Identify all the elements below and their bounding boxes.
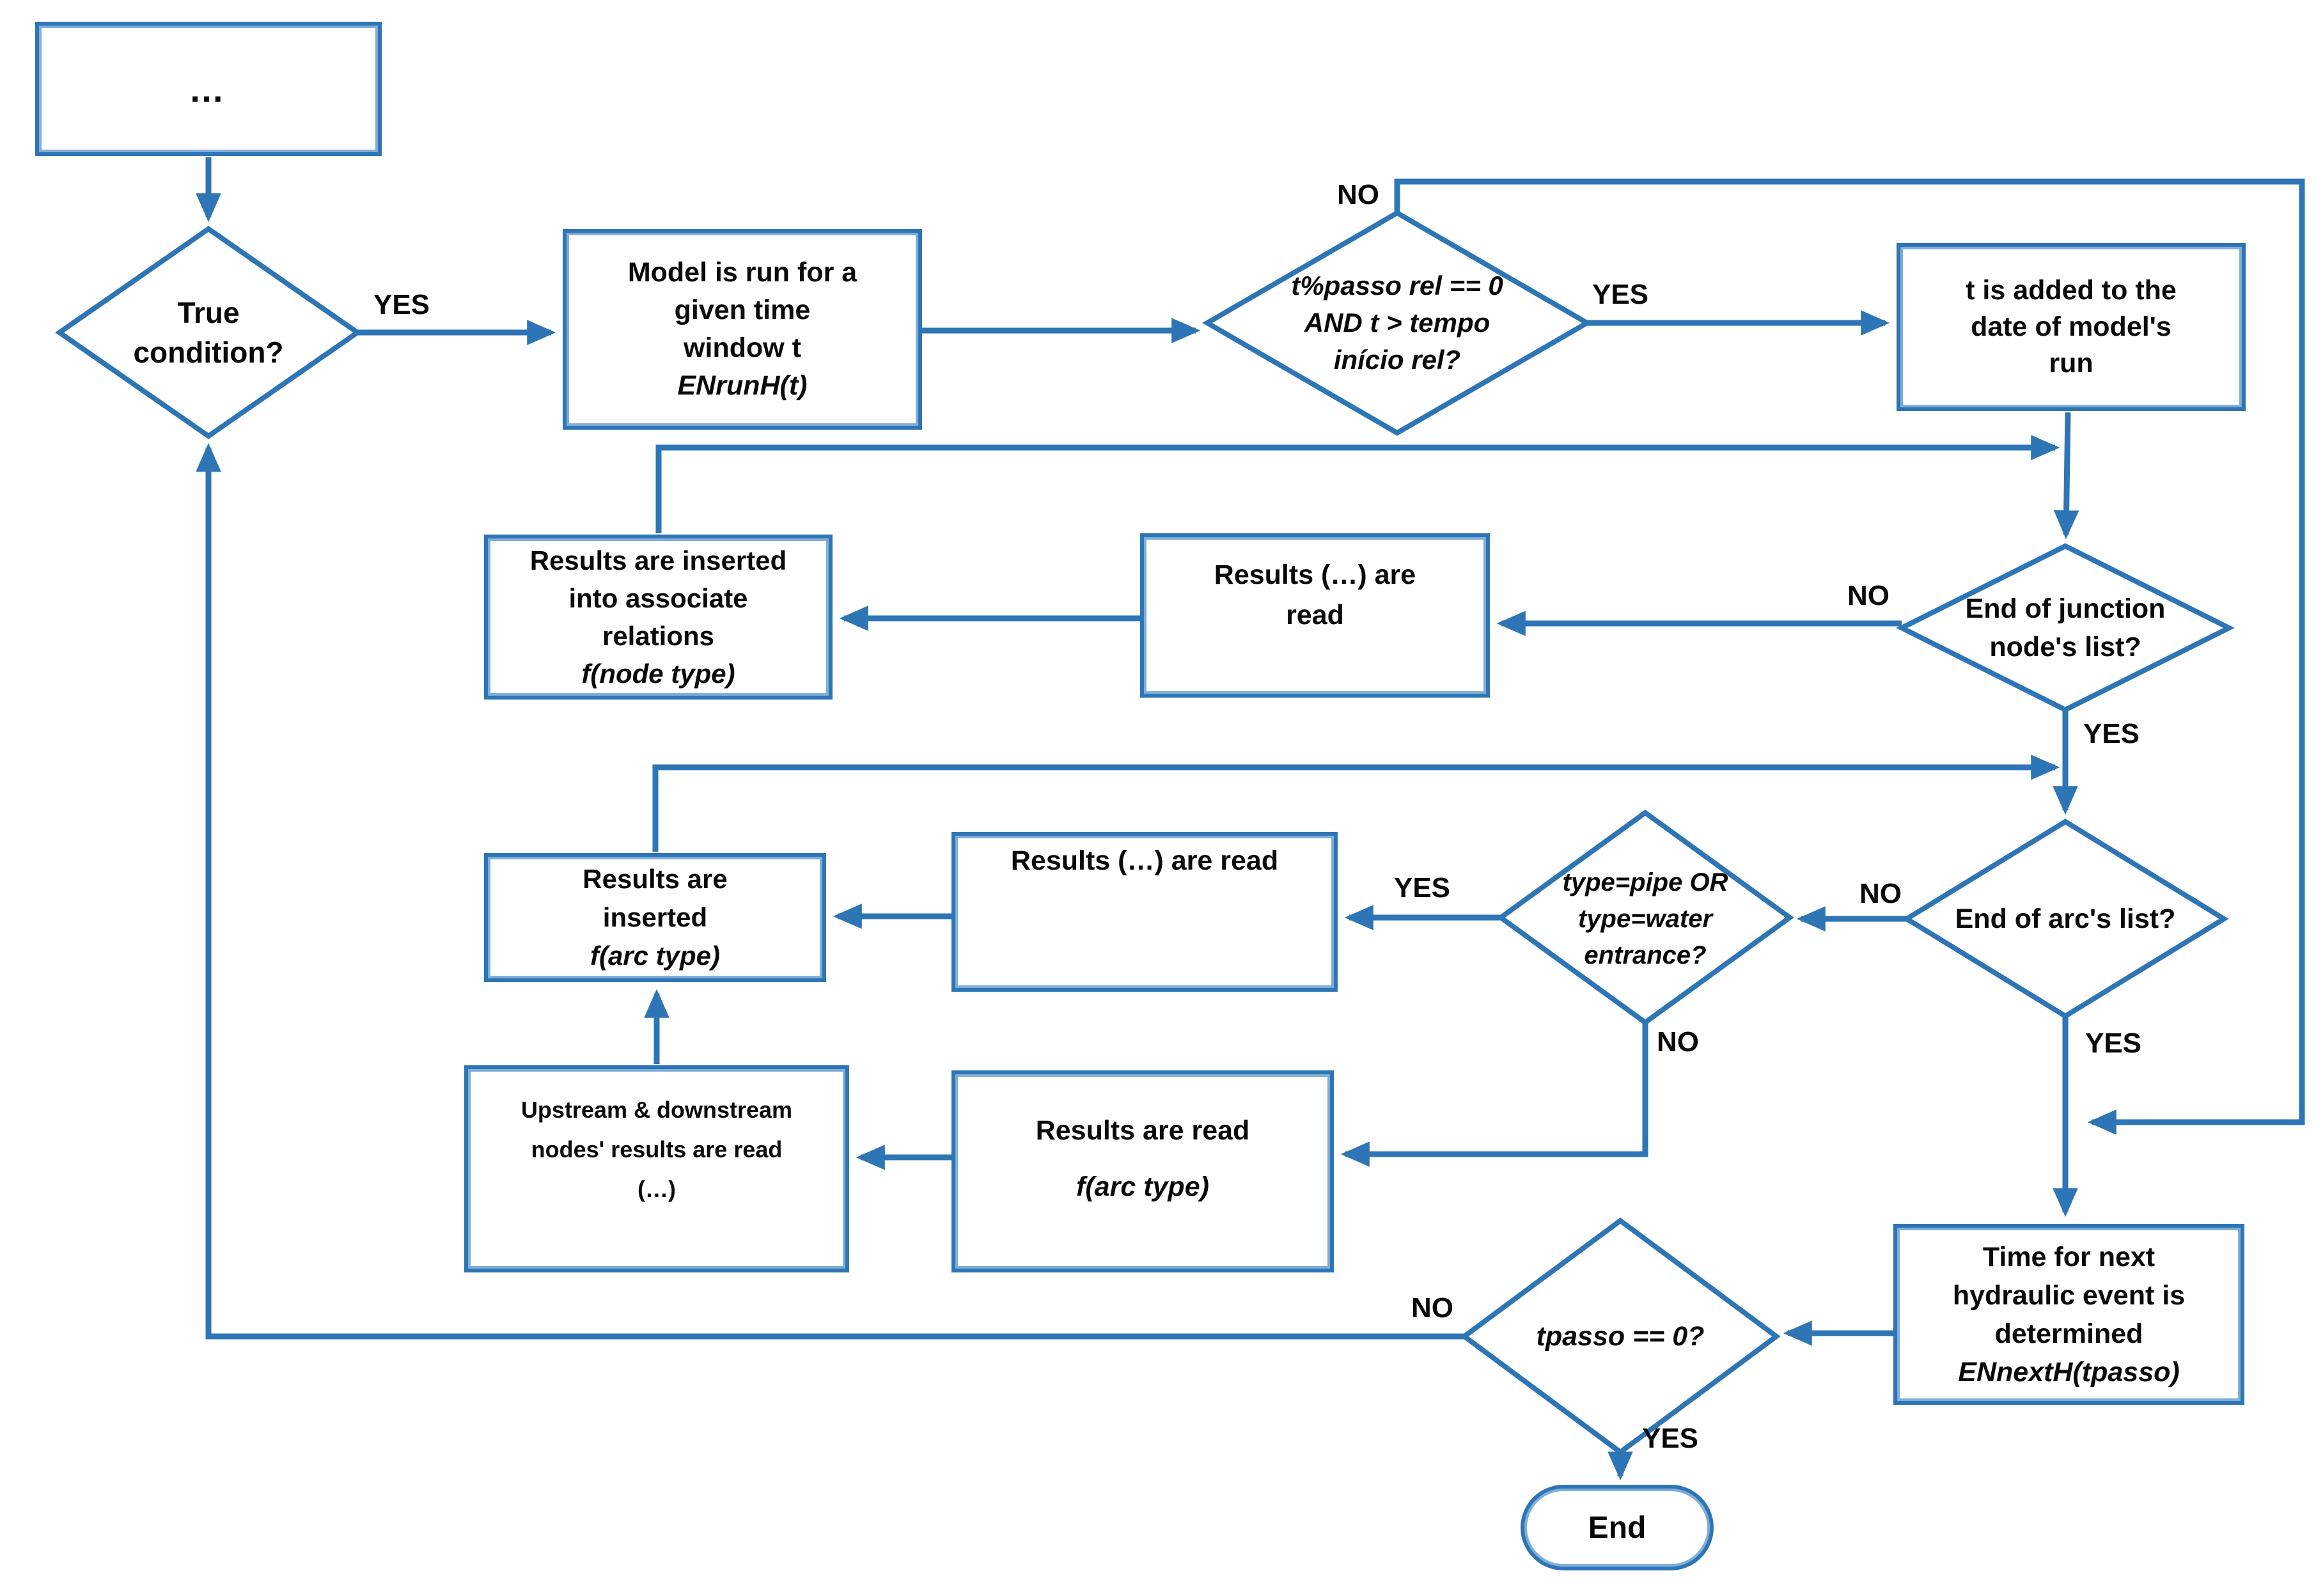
end-terminator bbox=[1521, 1485, 1714, 1570]
model-run-box bbox=[563, 229, 922, 430]
connector-loop-arc-inserted-to-arc-check bbox=[652, 755, 2060, 852]
results-read-arc-box bbox=[951, 832, 1338, 992]
results-inserted-arc-box bbox=[484, 853, 826, 982]
connector-tpasso-no-return-to-condition bbox=[196, 442, 1464, 1340]
junction-end-diamond bbox=[1896, 543, 2235, 713]
arc-end-diamond bbox=[1902, 818, 2229, 1019]
upstream-read-box bbox=[464, 1065, 849, 1272]
results-inserted-relations-box bbox=[484, 535, 833, 700]
type-check-diamond bbox=[1496, 810, 1794, 1026]
tpasso-zero-diamond bbox=[1460, 1217, 1781, 1455]
connector-loop-relations-to-junction-check bbox=[655, 435, 2060, 533]
time-added-box bbox=[1897, 243, 2246, 411]
results-read-junction-box bbox=[1140, 533, 1490, 698]
report-check-diamond bbox=[1202, 210, 1592, 436]
start-ellipsis-box bbox=[35, 22, 382, 156]
connector-report-no-loop-right-edge bbox=[1394, 178, 2305, 1135]
connector-type-no-to-results-read-ftype bbox=[1340, 1022, 1648, 1167]
connector-time-added-to-junction-check bbox=[2053, 412, 2079, 540]
next-event-box bbox=[1893, 1224, 2244, 1405]
results-read-ftype-box bbox=[951, 1070, 1334, 1272]
true-condition-diamond bbox=[54, 226, 363, 439]
